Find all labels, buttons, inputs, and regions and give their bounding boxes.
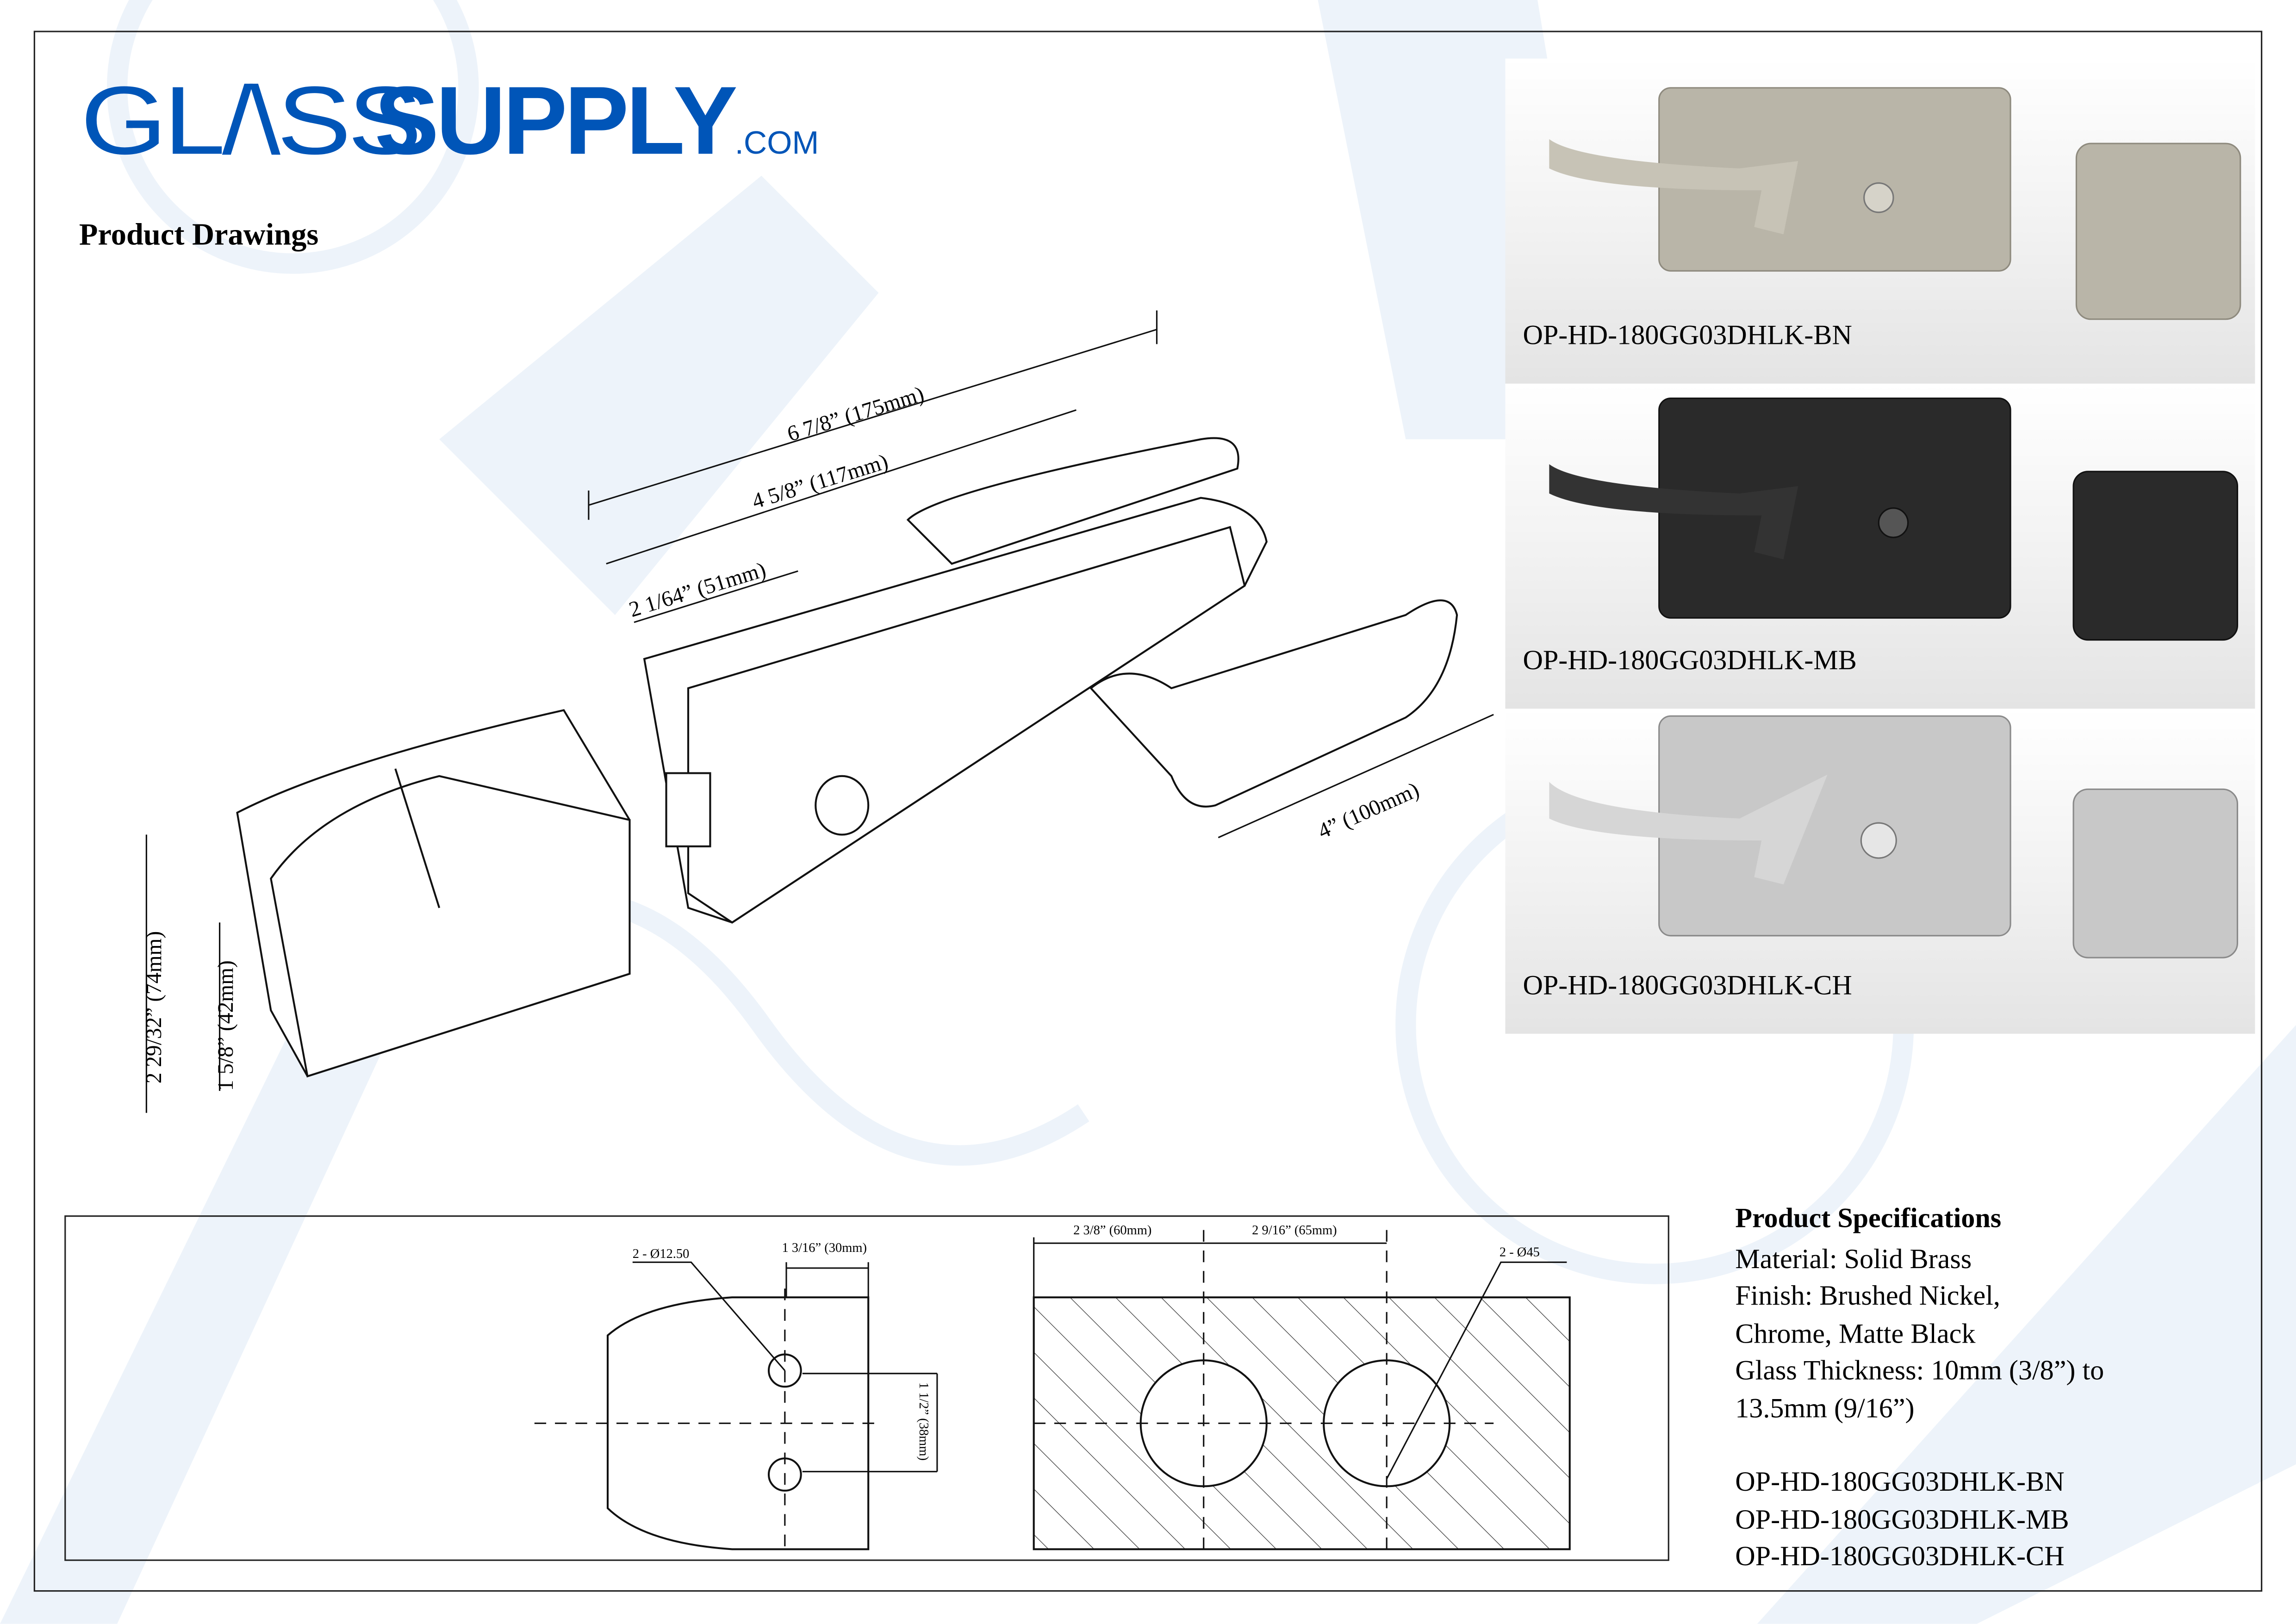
product-drawings-title: Product Drawings: [79, 217, 319, 252]
spec-finish-cont: Chrome, Matte Black: [1735, 1319, 1976, 1350]
label-dist-65: 2 9/16” (65mm): [1252, 1222, 1337, 1238]
product-photo-chrome: [1505, 709, 2255, 1034]
sku-bn: OP-HD-180GG03DHLK-BN: [1735, 1467, 2065, 1498]
product-specifications: Product Specifications Material: Solid B…: [1735, 1201, 2104, 1576]
product-label-bn: OP-HD-180GG03DHLK-BN: [1523, 320, 1852, 352]
sku-ch: OP-HD-180GG03DHLK-CH: [1735, 1542, 2065, 1573]
glassupply-logo: GL/\SSSUPPLY.COM: [81, 64, 819, 175]
label-large-hole: 2 - Ø45: [1499, 1244, 1540, 1259]
glass-cutout-drawing: [64, 1215, 1669, 1561]
sku-mb: OP-HD-180GG03DHLK-MB: [1735, 1504, 2069, 1536]
strike-plate-outline: [606, 1296, 870, 1550]
logo-com-text: .COM: [734, 124, 819, 162]
product-photo-brushed-nickel: [1505, 58, 2255, 384]
product-label-ch: OP-HD-180GG03DHLK-CH: [1523, 971, 1852, 1002]
specs-title: Product Specifications: [1735, 1203, 2002, 1235]
label-offset-30: 1 3/16” (30mm): [782, 1240, 867, 1255]
isometric-drawing: [145, 310, 1494, 1113]
spec-finish: Finish: Brushed Nickel,: [1735, 1281, 2000, 1312]
spec-material: Material: Solid Brass: [1735, 1244, 1972, 1275]
product-photo-matte-black: [1505, 383, 2255, 709]
cutout-schematic: [534, 1230, 1571, 1552]
label-small-hole: 2 - Ø12.50: [632, 1246, 690, 1261]
spec-glass-thickness-cont: 13.5mm (9/16”): [1735, 1393, 1915, 1424]
page-border: [33, 31, 2263, 1592]
logo-thin-text: GL/\SS: [81, 66, 422, 174]
label-dist-60: 2 3/8” (60mm): [1073, 1222, 1152, 1238]
hinge-render-icon: [1549, 87, 2241, 320]
label-spacing-38: 1 1/2” (38mm): [916, 1382, 932, 1461]
spec-glass-thickness: Glass Thickness: 10mm (3/8”) to: [1735, 1356, 2104, 1387]
product-label-mb: OP-HD-180GG03DHLK-MB: [1523, 646, 1857, 677]
dimension-lines: [145, 310, 1494, 1113]
logo-bold-text: SUPPLY: [374, 66, 738, 174]
